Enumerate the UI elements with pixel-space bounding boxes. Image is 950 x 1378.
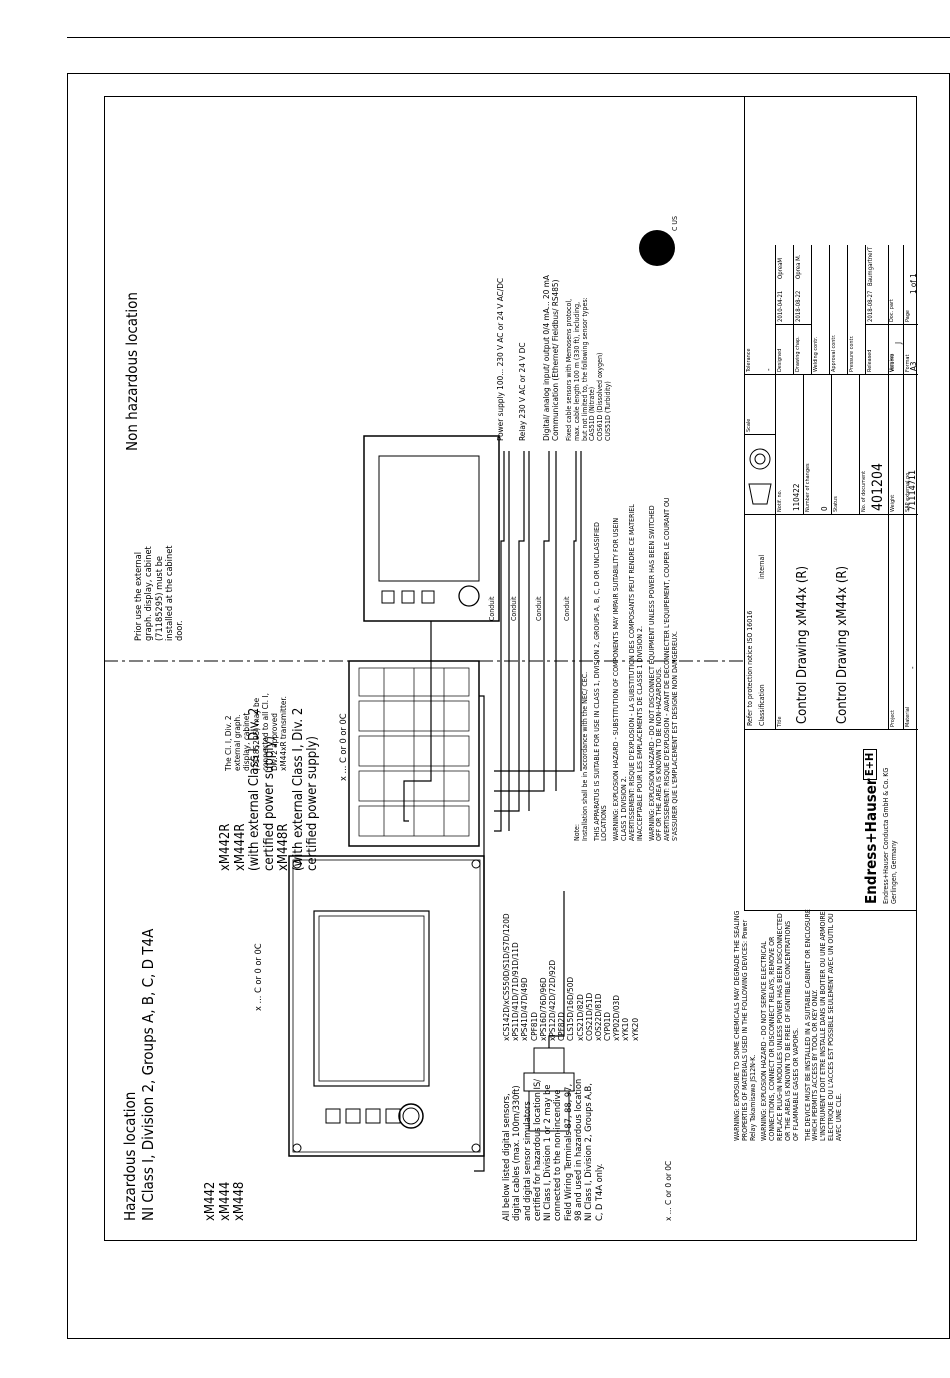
scale-cell: Scale xyxy=(745,375,775,435)
projection-symbol-cell xyxy=(745,435,775,515)
company-address: Endress+Hauser Conducta GmbH & Co. KG Ge… xyxy=(882,767,898,904)
navigator-knob xyxy=(398,1103,424,1129)
logo: E+H xyxy=(863,748,878,780)
fixed-cable-label: Fixed cable sensors with Memosens protoc… xyxy=(565,297,613,441)
conduit-label: Conduit xyxy=(488,596,496,621)
designed-label-cell: Designed xyxy=(775,325,793,375)
approval-cell: Approval contr. xyxy=(829,245,847,375)
projection-symbol-icon xyxy=(748,448,772,505)
warning-notes: WARNING: EXPOSURE TO SOME CHEMICALS MAY … xyxy=(733,909,843,1141)
project-cell: Project xyxy=(888,515,903,730)
drawing-title: Control Drawing xM44x (R) xyxy=(795,565,810,724)
transmitter-output: x ... C or 0 or 0C xyxy=(253,943,264,1011)
sap-cell: SAP external no.71114711 xyxy=(903,375,918,515)
csa-mark-icon xyxy=(639,230,675,266)
transmitter-label: xM442 xyxy=(203,1181,218,1221)
docpart-cell: Doc. part xyxy=(888,245,903,325)
title-cell: Title Control Drawing xM44x (R) Control … xyxy=(775,515,888,730)
notif-cell: Notif. no.110422 xyxy=(775,375,803,515)
classification-label: Classification xyxy=(758,684,766,726)
company-cell: Endress+Hauser Endress+Hauser Conducta G… xyxy=(745,730,918,910)
conduit-label: Conduit xyxy=(510,596,518,621)
classification-value: internal xyxy=(758,554,766,579)
pressure-cell: Pressure contr. xyxy=(847,245,865,375)
power-supply-label: Power supply 100... 230 V AC or 24 V AC/… xyxy=(495,277,505,441)
status-cell: Status xyxy=(831,375,859,515)
transmitter-list: xM442 xM444 xM448 xyxy=(203,1181,248,1221)
conduit-label: Conduit xyxy=(535,596,543,621)
welding-cell: Welding contr. xyxy=(811,245,829,375)
weight-cell: Weight xyxy=(888,375,903,515)
non-hazardous-title: Non hazardous location xyxy=(123,292,141,451)
title-block: Endress+Hauser Endress+Hauser Conducta G… xyxy=(744,96,918,911)
material-cell: Material - xyxy=(903,515,918,730)
display-note-approved: The Cl. I, Div. 2 external graph. displa… xyxy=(223,693,289,771)
transmitter-r-output: x ... C or 0 or 0C xyxy=(338,713,349,781)
page-header-rule xyxy=(67,37,950,38)
released-label-cell: Released xyxy=(865,325,888,375)
drawing-title-2: Control Drawing xM44x (R) xyxy=(835,565,850,724)
hazardous-subtitle: NI Class I, Division 2, Groups A, B, C, … xyxy=(139,928,157,1221)
installation-notes: Note: Installation shall be in accordanc… xyxy=(573,497,680,841)
protection-notice: Refer to protection notice ISO 16016 xyxy=(746,610,754,726)
digital-io-label: Digital/ analog input/ output 0/4 mA... … xyxy=(541,275,561,441)
hazardous-title: Hazardous location xyxy=(121,1091,139,1221)
wiring-diagram xyxy=(104,435,744,1172)
protection-cell: Refer to protection notice ISO 16016 Cla… xyxy=(745,515,775,730)
drawing-label-cell: Drawing chap. xyxy=(793,325,811,375)
transmitter-label: xM444 xyxy=(217,1181,233,1221)
transmitter-label: xM448 xyxy=(232,1181,248,1221)
relay-label: Relay 230 V AC or 24 V DC xyxy=(517,342,527,441)
conduit-label: Conduit xyxy=(563,596,571,621)
sensor-intro: All below listed digital sensors, digita… xyxy=(501,1078,605,1221)
sensor-output: x ... C or 0 or 0C xyxy=(663,1160,673,1221)
csa-us-mark: C US xyxy=(671,215,679,231)
tolerance-cell: Tolerance- xyxy=(745,245,775,375)
sensor-list: xCS142D/xCS550D/S1D/S7D/120D xPS11D/41D/… xyxy=(501,913,640,1041)
control-drawing: Hazardous location NI Class I, Division … xyxy=(104,96,918,1241)
company-name: Endress+Hauser xyxy=(862,778,880,904)
transmitter-display xyxy=(313,910,430,1087)
display-note-prior: Prior use the external graph. display, c… xyxy=(133,545,186,641)
title-label: Title xyxy=(777,716,783,727)
